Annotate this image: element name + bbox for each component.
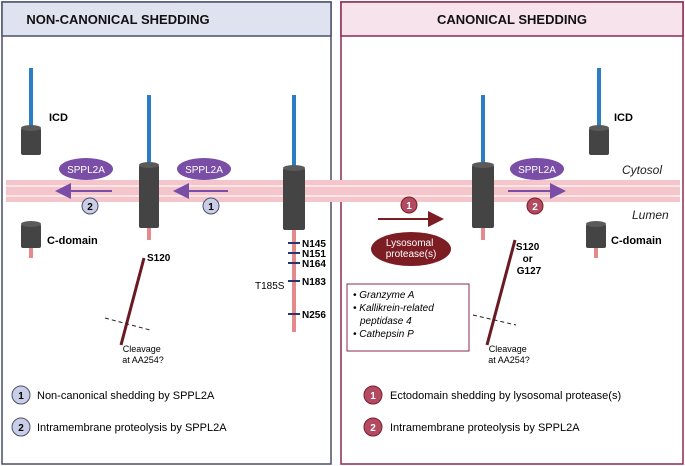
protease-granzyme-a: • Granzyme A xyxy=(353,290,415,301)
glycosylation-sites: N145 N151 N164 N183 N256 xyxy=(288,239,326,321)
legend-left: 1 Non-canonical shedding by SPPL2A 2 Int… xyxy=(11,385,227,437)
step-marker-right-2: 2 xyxy=(526,197,544,215)
icd-fragment-right xyxy=(589,68,609,155)
svg-text:2: 2 xyxy=(87,202,93,213)
variant-t185s: T185S xyxy=(255,281,285,292)
site-n183: N183 xyxy=(302,277,326,288)
right-panel-title: CANONICAL SHEDDING xyxy=(437,12,587,27)
s120-label-left: S120 xyxy=(147,253,171,264)
lumen-label: Lumen xyxy=(632,208,669,222)
protease-klk4-a: • Kallikrein-related xyxy=(353,303,434,314)
svg-text:2: 2 xyxy=(18,423,24,434)
cleaved-ectodomain-right xyxy=(485,239,517,346)
svg-text:1: 1 xyxy=(406,201,412,212)
sppl2a-left-1: SPPL2A xyxy=(177,158,231,180)
svg-text:Non-canonical shedding by SPPL: Non-canonical shedding by SPPL2A xyxy=(37,390,215,402)
lysosomal-proteases: Lysosomal protease(s) xyxy=(371,232,451,266)
s120-g127-label-right: S120 or G127 xyxy=(516,242,542,277)
protease-klk4-b: peptidase 4 xyxy=(359,316,412,327)
cleavage-label-right: Cleavage at AA254? xyxy=(488,344,530,365)
svg-text:Ectodomain shedding by lysosom: Ectodomain shedding by lysosomal proteas… xyxy=(390,390,621,402)
svg-text:1: 1 xyxy=(208,202,214,213)
svg-text:2: 2 xyxy=(532,202,538,213)
c-domain-fragment-left xyxy=(21,221,41,258)
site-n256: N256 xyxy=(302,310,326,321)
legend-left-item-1: 1 Non-canonical shedding by SPPL2A xyxy=(11,385,215,405)
svg-text:• Granzyme A • Kallikrei: • Granzyme A • Kallikrein-related peptid… xyxy=(353,290,437,340)
c-domain-label-right: C-domain xyxy=(611,235,662,247)
icd-label-left: ICD xyxy=(49,112,68,124)
svg-text:Intramembrane proteolysis by S: Intramembrane proteolysis by SPPL2A xyxy=(390,422,580,434)
site-n151: N151 xyxy=(302,249,326,260)
legend-right-item-2: 2 Intramembrane proteolysis by SPPL2A xyxy=(363,417,580,437)
site-n145: N145 xyxy=(302,239,326,250)
protein-right-stub xyxy=(472,95,494,240)
svg-text:2: 2 xyxy=(370,423,376,434)
legend-right-item-1: 1 Ectodomain shedding by lysosomal prote… xyxy=(363,385,621,405)
svg-text:Lysosomal protease(s): Lysosomal protease(s) xyxy=(386,238,437,260)
icd-fragment-left xyxy=(21,68,41,155)
protein-left-stub xyxy=(139,95,159,240)
svg-text:SPPL2A: SPPL2A xyxy=(67,165,105,176)
svg-text:SPPL2A: SPPL2A xyxy=(518,165,556,176)
cytosol-label: Cytosol xyxy=(622,163,662,177)
legend-left-item-2: 2 Intramembrane proteolysis by SPPL2A xyxy=(11,417,227,437)
left-panel: NON-CANONICAL SHEDDING xyxy=(1,1,332,465)
site-n164: N164 xyxy=(302,259,326,270)
sppl2a-right: SPPL2A xyxy=(510,158,564,180)
cleavage-line-right xyxy=(472,314,517,326)
step-marker-right-1: 1 xyxy=(400,196,418,214)
svg-text:Intramembrane proteolysis by S: Intramembrane proteolysis by SPPL2A xyxy=(37,422,227,434)
left-panel-title: NON-CANONICAL SHEDDING xyxy=(26,12,209,27)
svg-text:1: 1 xyxy=(370,391,376,402)
cleavage-label-left: Cleavage at AA254? xyxy=(122,344,164,365)
svg-text:SPPL2A: SPPL2A xyxy=(185,165,223,176)
c-domain-label-left: C-domain xyxy=(47,235,98,247)
protease-list-box: • Granzyme A • Kallikrein-related peptid… xyxy=(346,283,470,352)
sppl2a-left-2: SPPL2A xyxy=(59,158,113,180)
protease-cathepsin-p: • Cathepsin P xyxy=(353,329,414,340)
cleaved-ectodomain-left xyxy=(119,257,146,346)
step-marker-left-1: 1 xyxy=(202,197,220,215)
step-marker-left-2: 2 xyxy=(81,197,99,215)
icd-label-right: ICD xyxy=(614,112,633,124)
cleavage-line-left xyxy=(104,317,151,331)
c-domain-fragment-right xyxy=(586,221,606,258)
svg-text:1: 1 xyxy=(18,391,24,402)
legend-right: 1 Ectodomain shedding by lysosomal prote… xyxy=(363,385,621,437)
